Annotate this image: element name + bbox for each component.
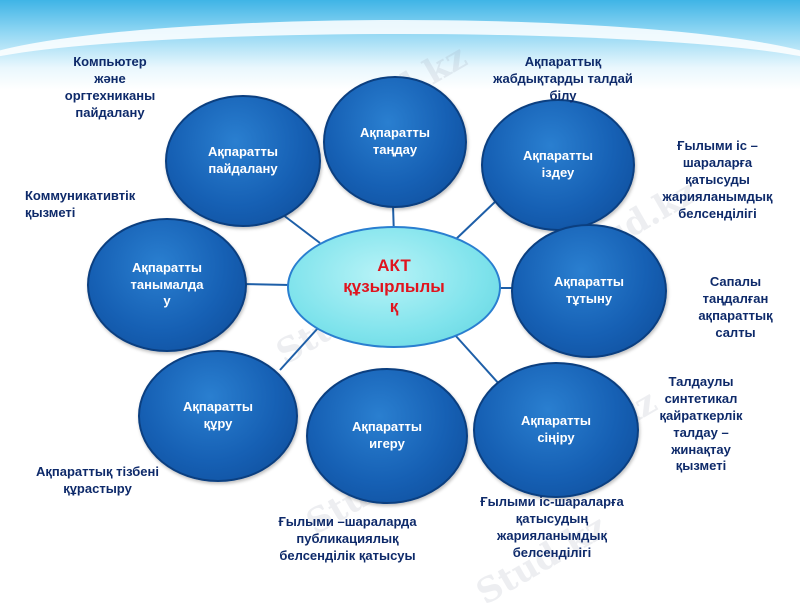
node-lower-right: Ақпаратты сіңіру — [473, 362, 639, 498]
note-left: Коммуникативтік қызметі — [25, 188, 136, 220]
node-lower-left: Ақпаратты құру — [138, 350, 298, 482]
connector-lower-right — [454, 334, 501, 386]
node-upper-right: Ақпаратты іздеу — [481, 99, 635, 231]
note-top: Ақпараттық жабдықтарды талдай білу — [493, 54, 633, 103]
note-lower-left: Ақпараттық тізбені құрастыру — [36, 464, 159, 496]
connector-upper-right — [454, 199, 498, 241]
note-right: Сапалы таңдалған ақпараттық салты — [698, 274, 773, 340]
node-right: Ақпаратты тұтыну — [511, 224, 667, 358]
connector-left — [239, 283, 291, 286]
note-lower-right: Талдаулы синтетикал қайраткерлік талдау … — [659, 374, 743, 474]
note-bottom-right: Ғылыми іс-шараларға қатысудың жарияланым… — [480, 494, 624, 560]
node-upper-left: Ақпаратты пайдалану — [165, 95, 321, 227]
node-top: Ақпаратты таңдау — [323, 76, 467, 208]
note-upper-right: Ғылыми іс – шараларға қатысуды жарияланы… — [662, 138, 773, 221]
node-bottom: Ақпаратты игеру — [306, 368, 468, 504]
connector-lower-left — [279, 327, 319, 371]
center-node: АКТ құзырлылы қ — [287, 226, 501, 348]
note-bottom-left: Ғылыми –шараларда публикациялық белсенді… — [278, 514, 417, 563]
note-upper-left: Компьютер және оргтехниканы пайдалану — [64, 54, 156, 120]
node-left: Ақпаратты танымалда у — [87, 218, 247, 352]
